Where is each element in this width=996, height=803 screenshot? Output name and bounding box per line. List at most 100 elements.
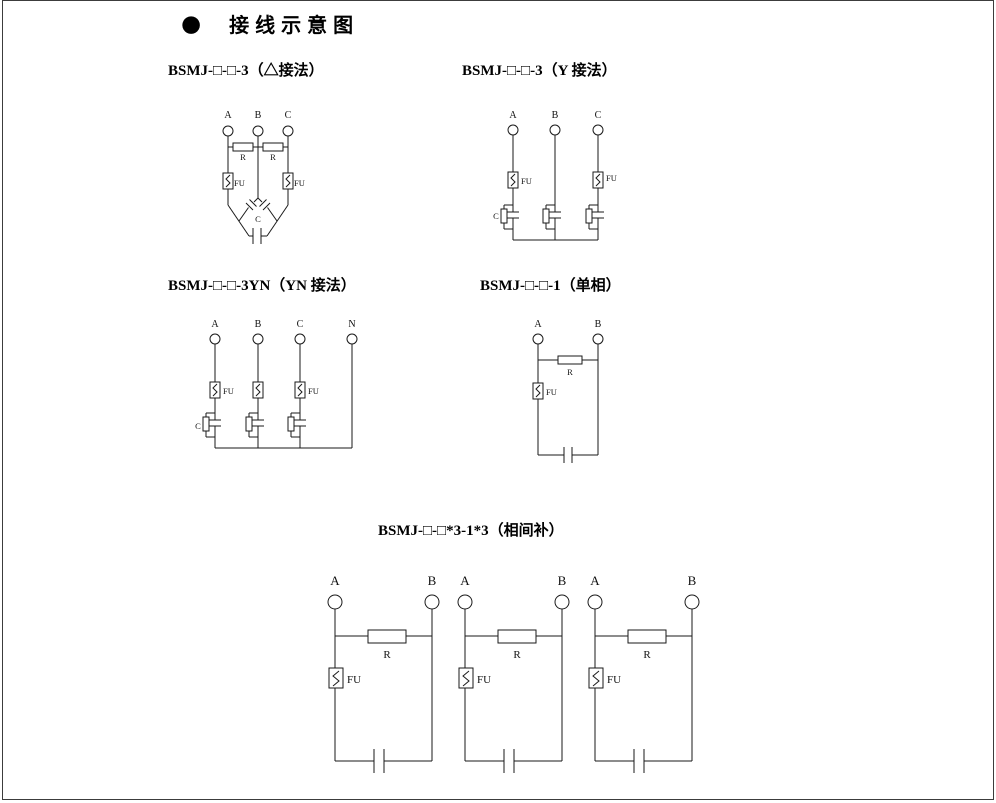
terminal-b: B (252, 110, 264, 137)
capacitor-symbol (507, 211, 519, 219)
terminal-a: A (507, 110, 519, 136)
capacitor-symbol (294, 419, 306, 427)
fuse-symbol: FU (588, 667, 621, 689)
wye-wires (503, 135, 599, 241)
discharge-resistor-symbol (245, 416, 253, 432)
terminal-a-label: A (224, 110, 232, 121)
capacitor-symbol (249, 228, 267, 244)
fuse-symbol: FU (458, 667, 491, 689)
terminal-a-circle (222, 125, 234, 137)
fuse-symbol: FU (209, 381, 234, 399)
terminal-a-label: A (460, 573, 470, 588)
terminal-b-circle (684, 594, 700, 610)
terminal-b: B (592, 319, 604, 345)
discharge-resistor-symbol (500, 208, 508, 224)
terminal-a-circle (209, 333, 221, 345)
terminal-a: A (532, 319, 544, 345)
yn-wires (205, 344, 353, 449)
terminal-c-label: C (297, 319, 304, 330)
yn-circuit-diagram: A B C N FU FU (195, 319, 358, 449)
terminal-b: B (549, 110, 561, 136)
terminal-a: A (457, 573, 473, 610)
terminal-b-circle (554, 594, 570, 610)
capacitor-label: C (195, 421, 201, 431)
terminal-b-circle (592, 333, 604, 345)
terminal-a-label: A (590, 573, 600, 588)
terminal-b-label: B (595, 319, 602, 330)
terminal-b: B (554, 573, 570, 610)
terminal-b-label: B (552, 110, 559, 121)
fuse-symbol: FU (222, 172, 245, 190)
terminal-a-label: A (211, 319, 219, 330)
capacitor-symbol (633, 749, 645, 773)
capacitor-label: C (493, 211, 499, 221)
fuse-symbol: FU (592, 171, 617, 189)
terminal-b: B (684, 573, 700, 610)
terminal-b-circle (549, 124, 561, 136)
fuse-symbol: FU (328, 667, 361, 689)
capacitor-symbol (245, 199, 257, 211)
terminal-b-circle (424, 594, 440, 610)
section-title: ● 接线示意图 (181, 9, 359, 38)
fuse-label: FU (606, 173, 617, 183)
capacitor-symbol (259, 199, 271, 211)
wye-diagram-title: BSMJ-□-□-3（Y 接法） (462, 63, 617, 79)
terminal-b-circle (252, 125, 264, 137)
terminal-b: B (424, 573, 440, 610)
resistor-symbol: R (557, 355, 583, 377)
fuse-symbol: FU (294, 381, 319, 399)
resistor-symbol: R (232, 142, 254, 162)
triple-unit-3: A B R FU (587, 573, 700, 773)
terminal-a-circle (532, 333, 544, 345)
terminal-c-label: C (595, 110, 602, 121)
fuse-label: FU (477, 674, 491, 686)
resistor-label: R (240, 152, 246, 162)
resistor-symbol: R (262, 142, 284, 162)
fuse-label: FU (294, 178, 305, 188)
single-phase-diagram-title: BSMJ-□-□-1（单相） (480, 278, 621, 294)
terminal-c-circle (592, 124, 604, 136)
terminal-a-circle (507, 124, 519, 136)
fuse-label: FU (607, 674, 621, 686)
terminal-c-label: C (285, 110, 292, 121)
delta-diagram-title: BSMJ-□-□-3（△接法） (168, 63, 324, 79)
capacitor-symbol (373, 749, 385, 773)
terminal-b: B (252, 319, 264, 345)
capacitor-symbol (209, 419, 221, 427)
terminal-a-label: A (330, 573, 340, 588)
terminal-n-label: N (348, 319, 355, 330)
terminal-b-label: B (255, 319, 262, 330)
yn-diagram-title: BSMJ-□-□-3YN（YN 接法） (168, 278, 356, 294)
resistor-label: R (513, 649, 521, 661)
fuse-label: FU (521, 176, 532, 186)
terminal-a: A (327, 573, 343, 610)
fuse-label: FU (308, 386, 319, 396)
discharge-resistor-symbol (202, 416, 210, 432)
fuse-symbol: FU (282, 172, 305, 190)
discharge-resistor-symbol (542, 208, 550, 224)
single-phase-circuit-diagram: A B R FU (532, 319, 604, 463)
resistor-label: R (270, 152, 276, 162)
capacitor-symbol (549, 211, 561, 219)
terminal-b-circle (252, 333, 264, 345)
capacitor-symbol (592, 211, 604, 219)
terminal-a-circle (327, 594, 343, 610)
terminal-b-label: B (558, 573, 567, 588)
fuse-label: FU (234, 178, 245, 188)
terminal-b-label: B (428, 573, 437, 588)
terminal-a-label: A (534, 319, 542, 330)
capacitor-symbol (252, 419, 264, 427)
resistor-label: R (643, 649, 651, 661)
resistor-label: R (383, 649, 391, 661)
triple-unit-2: A B R FU (457, 573, 570, 773)
terminal-c-circle (294, 333, 306, 345)
triple-unit-1: A B R FU (327, 573, 440, 773)
terminal-b-label: B (688, 573, 697, 588)
terminal-a-label: A (509, 110, 517, 121)
fuse-symbol: FU (532, 382, 557, 400)
triple-diagram-title: BSMJ-□-□*3-1*3（相间补） (378, 523, 564, 539)
terminal-n-circle (346, 333, 358, 345)
resistor-symbol: R (627, 629, 667, 661)
resistor-symbol: R (367, 629, 407, 661)
